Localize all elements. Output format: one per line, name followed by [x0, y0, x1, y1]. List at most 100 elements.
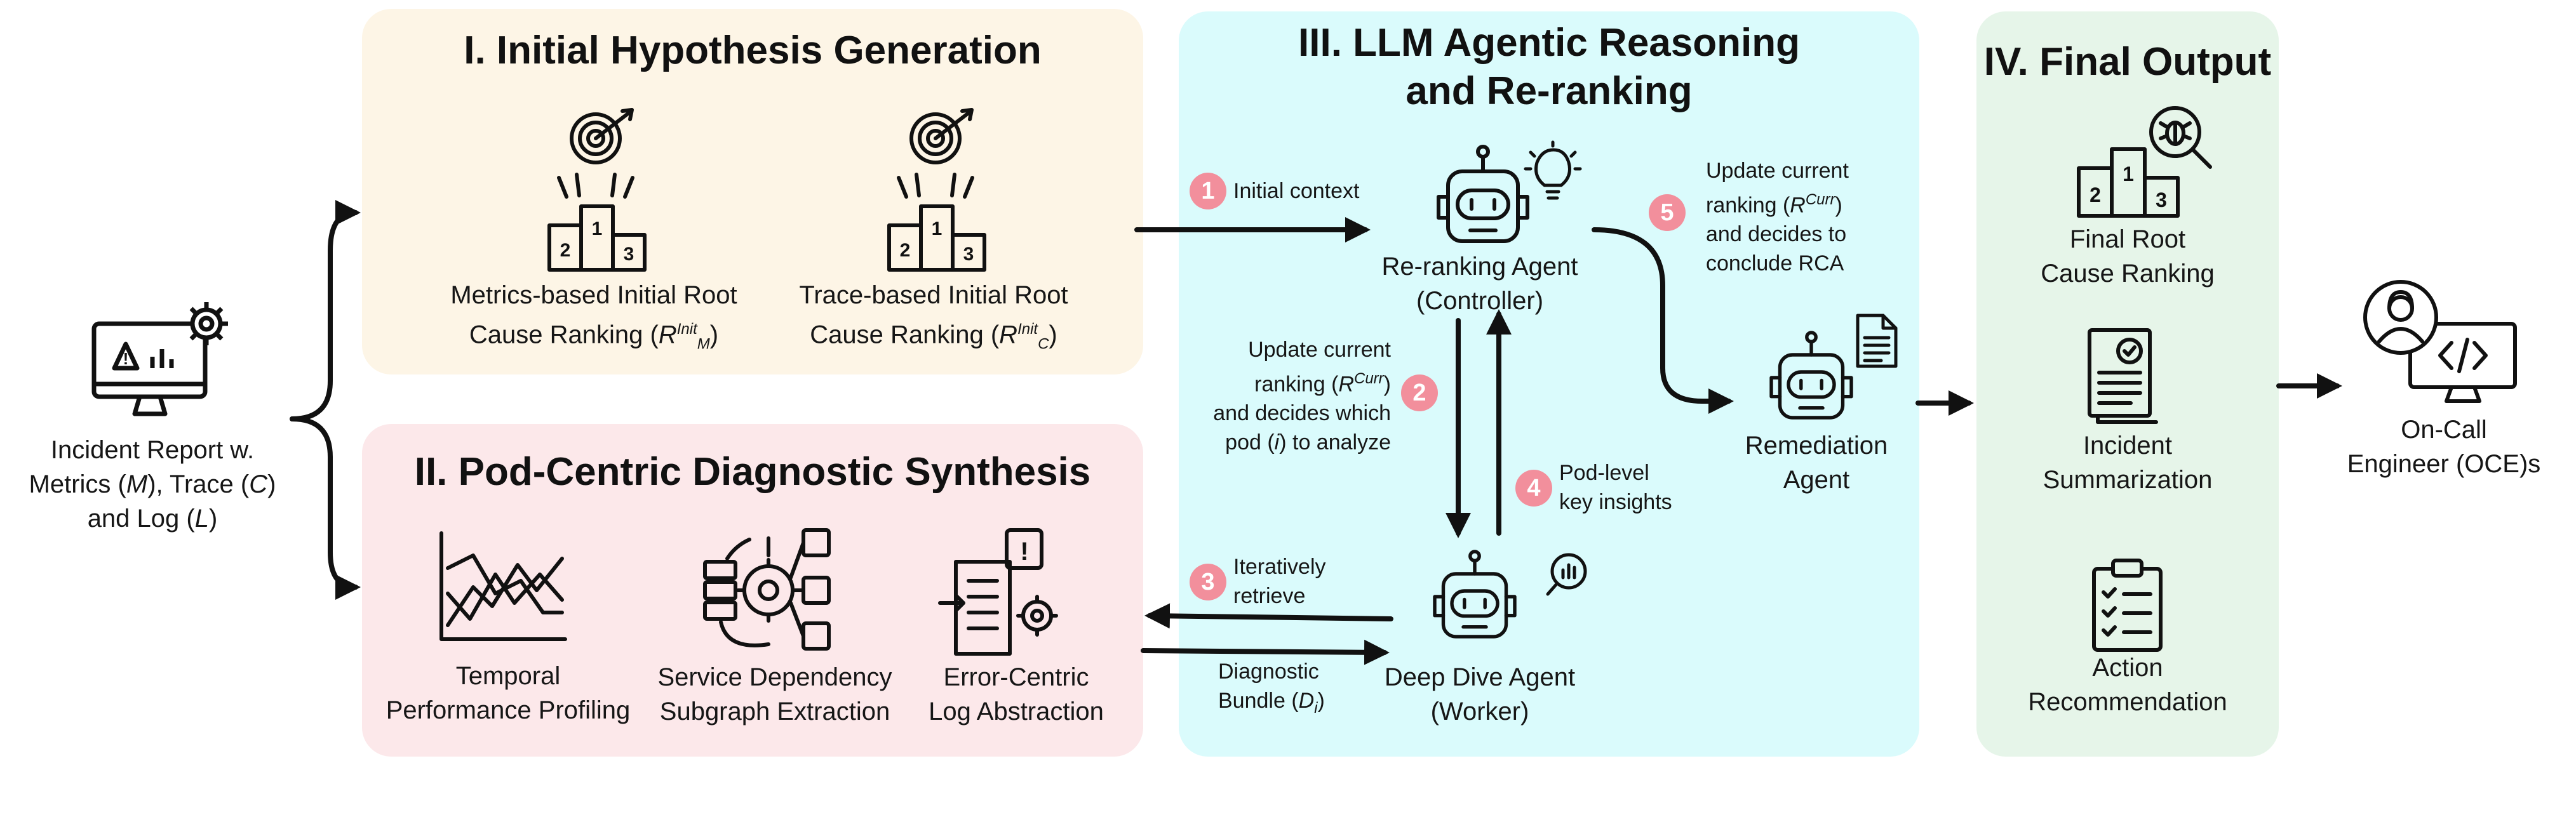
- dependency-line2: Subgraph Extraction: [659, 698, 890, 726]
- svg-text:2: 2: [2090, 183, 2101, 206]
- deep-dive-agent-line1: Deep Dive Agent: [1384, 663, 1576, 691]
- reranking-agent-line1: Re-ranking Agent: [1381, 253, 1578, 281]
- incident-report-label: Incident Report w. Metrics (M), Trace (C…: [13, 433, 292, 536]
- step-5-line3: and decides to: [1706, 222, 1847, 247]
- robot-icon: [1437, 145, 1529, 243]
- svg-text:!: !: [123, 349, 129, 368]
- reranking-agent-label: Re-ranking Agent (Controller): [1353, 249, 1607, 318]
- incident-report-line1: Incident Report w.: [50, 436, 255, 464]
- engineer-code-monitor-icon: [2363, 280, 2517, 403]
- step-4-line2: key insights: [1559, 490, 1672, 514]
- step-4-line1: Pod-level: [1559, 461, 1649, 485]
- remediation-agent-line2: Agent: [1783, 466, 1850, 494]
- final-ranking-line2: Cause Ranking: [2041, 260, 2215, 288]
- dependency-extraction-label: Service Dependency Subgraph Extraction: [635, 660, 915, 729]
- svg-text:3: 3: [624, 244, 634, 265]
- robot-icon: [1769, 331, 1853, 420]
- line-chart-icon: [439, 531, 567, 641]
- step-2-line3: and decides which: [1213, 401, 1391, 426]
- step-badge-5: 5: [1649, 194, 1686, 231]
- reranking-agent-line2: (Controller): [1416, 287, 1544, 315]
- step-badge-3: 3: [1190, 564, 1226, 600]
- step-5-text: Update current ranking (RCurr) and decid…: [1706, 156, 1896, 278]
- deep-dive-agent-line2: (Worker): [1430, 698, 1529, 726]
- step-badge-2: 2: [1401, 374, 1438, 411]
- panel-initial-hypothesis: [362, 9, 1143, 374]
- svg-text:1: 1: [592, 218, 603, 239]
- deep-dive-agent-label: Deep Dive Agent (Worker): [1353, 660, 1607, 729]
- remediation-agent-line1: Remediation: [1745, 432, 1888, 460]
- oce-line1: On-Call: [2401, 416, 2487, 444]
- summary-line2: Summarization: [2043, 466, 2213, 494]
- step-5-line2: ranking (RCurr): [1706, 191, 1842, 218]
- step-5-line1: Update current: [1706, 159, 1849, 183]
- server-gear-network-icon: [703, 528, 831, 651]
- certificate-document-icon: [2088, 328, 2158, 424]
- step-badge-1: 1: [1190, 173, 1226, 209]
- step-5-line4: conclude RCA: [1706, 251, 1844, 276]
- checklist-clipboard-icon: [2092, 559, 2163, 652]
- dependency-line1: Service Dependency: [657, 663, 892, 691]
- oce-label: On-Call Engineer (OCE)s: [2312, 413, 2576, 481]
- panel-title-final-output: IV. Final Output: [1983, 40, 2272, 84]
- panel-title-agentic-line1: III. LLM Agentic Reasoning: [1298, 21, 1800, 65]
- arrow-to-remediation: [1592, 227, 1734, 414]
- error-line2: Log Abstraction: [929, 698, 1104, 726]
- metrics-ranking-line2: Cause Ranking (RInitM): [469, 321, 719, 353]
- incident-report-line2: Metrics (M), Trace (C): [29, 470, 276, 498]
- metrics-ranking-line1: Metrics-based Initial Root: [450, 281, 737, 309]
- svg-text:3: 3: [2156, 189, 2167, 211]
- lightbulb-icon: [1524, 140, 1582, 200]
- temporal-line1: Temporal: [455, 662, 561, 690]
- action-recommendation-label: Action Recommendation: [1976, 651, 2279, 719]
- bundle-line2: Bundle (Di): [1218, 689, 1325, 717]
- action-line2: Recommendation: [2028, 688, 2227, 716]
- final-ranking-line1: Final Root: [2069, 225, 2186, 253]
- svg-text:2: 2: [560, 240, 571, 261]
- podium-bug-magnifier-icon: 2 1 3: [2077, 106, 2212, 218]
- svg-text:!: !: [1020, 538, 1028, 566]
- panel-title-agentic-line2: and Re-ranking: [1405, 69, 1693, 113]
- svg-text:2: 2: [900, 240, 911, 261]
- temporal-line2: Performance Profiling: [386, 696, 631, 724]
- svg-text:3: 3: [963, 244, 974, 265]
- error-line1: Error-Centric: [943, 663, 1089, 691]
- step-2-line1: Update current: [1248, 338, 1391, 362]
- document-icon: [1856, 314, 1898, 368]
- metrics-ranking-label: Metrics-based Initial Root Cause Ranking…: [432, 278, 756, 361]
- document-gear-alert-icon: !: [938, 528, 1058, 656]
- panel-title-agentic: III. LLM Agentic Reasoning and Re-rankin…: [1179, 19, 1919, 116]
- svg-text:1: 1: [2123, 162, 2134, 185]
- step-3-text: Iteratively retrieve: [1233, 552, 1399, 611]
- remediation-agent-label: Remediation Agent: [1715, 428, 1918, 497]
- incident-report-line3: and Log (L): [87, 505, 218, 533]
- step-2-line2: ranking (RCurr): [1254, 370, 1391, 397]
- panel-agentic-reasoning: [1179, 11, 1919, 757]
- step-3-line1: Iteratively: [1233, 555, 1326, 579]
- summary-line1: Incident: [2083, 432, 2173, 460]
- arrow-iteratively-retrieve: [1144, 603, 1393, 629]
- step-4-text: Pod-level key insights: [1559, 458, 1724, 517]
- oce-line2: Engineer (OCE)s: [2347, 450, 2541, 478]
- incident-summarization-label: Incident Summarization: [1976, 428, 2279, 497]
- trace-ranking-line2: Cause Ranking (RInitC): [810, 321, 1057, 353]
- diagnostic-bundle-text: Diagnostic Bundle (Di): [1218, 657, 1383, 723]
- step-2-text: Update current ranking (RCurr) and decid…: [1181, 335, 1391, 457]
- step-3-line2: retrieve: [1233, 584, 1306, 608]
- error-log-label: Error-Centric Log Abstraction: [889, 660, 1143, 729]
- target-podium-icon: 2 1 3: [887, 108, 986, 272]
- robot-icon: [1433, 550, 1517, 639]
- panel-title-initial-hypothesis: I. Initial Hypothesis Generation: [464, 29, 1042, 72]
- trace-ranking-label: Trace-based Initial Root Cause Ranking (…: [772, 278, 1096, 361]
- final-ranking-label: Final Root Cause Ranking: [1976, 222, 2279, 291]
- brace-arrow-bottom: [290, 416, 361, 600]
- step-2-line4: pod (i) to analyze: [1225, 430, 1391, 455]
- step-1-text: Initial context: [1233, 179, 1360, 203]
- action-line1: Action: [2092, 654, 2163, 682]
- temporal-profiling-label: Temporal Performance Profiling: [368, 659, 648, 727]
- magnifier-chart-icon: [1546, 553, 1587, 596]
- brace-arrow-top: [290, 200, 361, 421]
- panel-title-pod-centric: II. Pod-Centric Diagnostic Synthesis: [414, 450, 1091, 494]
- arrow-diagnostic-bundle: [1141, 639, 1390, 665]
